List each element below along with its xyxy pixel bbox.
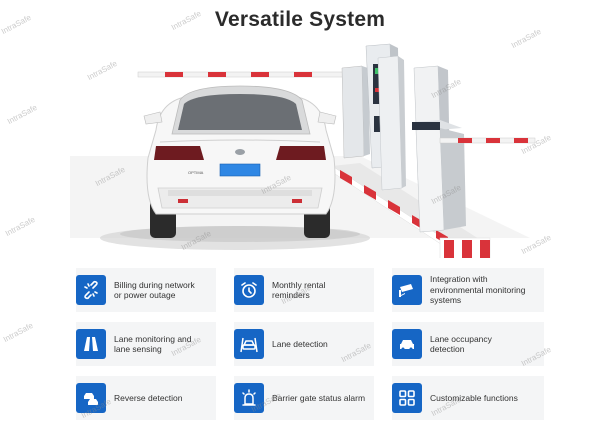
watermark: IntraSafe [5, 102, 39, 127]
road-icon [76, 329, 106, 359]
feature-label: Integration with environmental monitorin… [430, 274, 526, 306]
broken-link-icon [76, 275, 106, 305]
feature-env-monitoring: Integration with environmental monitorin… [392, 268, 544, 312]
feature-label: Lane occupancy detection [430, 333, 492, 355]
feature-label: Lane detection [272, 338, 328, 349]
feature-label: Monthly rental reminders [272, 279, 326, 301]
barrier-arm-back [137, 71, 349, 78]
feature-label: Customizable functions [430, 392, 518, 403]
feature-label: Billing during network or power outage [114, 279, 195, 301]
feature-billing-outage: Billing during network or power outage [76, 268, 216, 312]
feature-gate-alarm: Barrier gate status alarm [234, 376, 374, 420]
watermark: IntraSafe [1, 320, 35, 345]
feature-label: Barrier gate status alarm [272, 392, 366, 403]
pole-secondary [377, 55, 406, 191]
barrier-gate-cabinet-back [341, 65, 370, 159]
grid-apps-icon [392, 383, 422, 413]
watermark: IntraSafe [3, 214, 37, 239]
feature-lane-detection: Lane detection [234, 322, 374, 366]
feature-lane-occupancy: Lane occupancy detection [392, 322, 544, 366]
feature-reverse-detection: Reverse detection [76, 376, 216, 420]
feature-label: Lane monitoring and lane sensing [114, 333, 192, 355]
barrier-gate-cabinet-front [412, 65, 466, 233]
barrier-arm-front [439, 137, 536, 144]
car-occupancy-icon [392, 329, 422, 359]
feature-rental-reminders: Monthly rental reminders [234, 268, 374, 312]
feature-label: Reverse detection [114, 392, 183, 403]
car: OPTIMA [120, 85, 360, 242]
car-lane-icon [234, 329, 264, 359]
cctv-camera-icon [392, 275, 422, 305]
alarm-clock-icon [234, 275, 264, 305]
feature-customizable: Customizable functions [392, 376, 544, 420]
reverse-cars-icon [76, 383, 106, 413]
parking-barrier-illustration: OPTIMA [70, 43, 536, 258]
feature-lane-monitoring: Lane monitoring and lane sensing [76, 322, 216, 366]
alarm-light-icon [234, 383, 264, 413]
page-title: Versatile System [214, 8, 386, 31]
car-badge: OPTIMA [188, 170, 204, 175]
